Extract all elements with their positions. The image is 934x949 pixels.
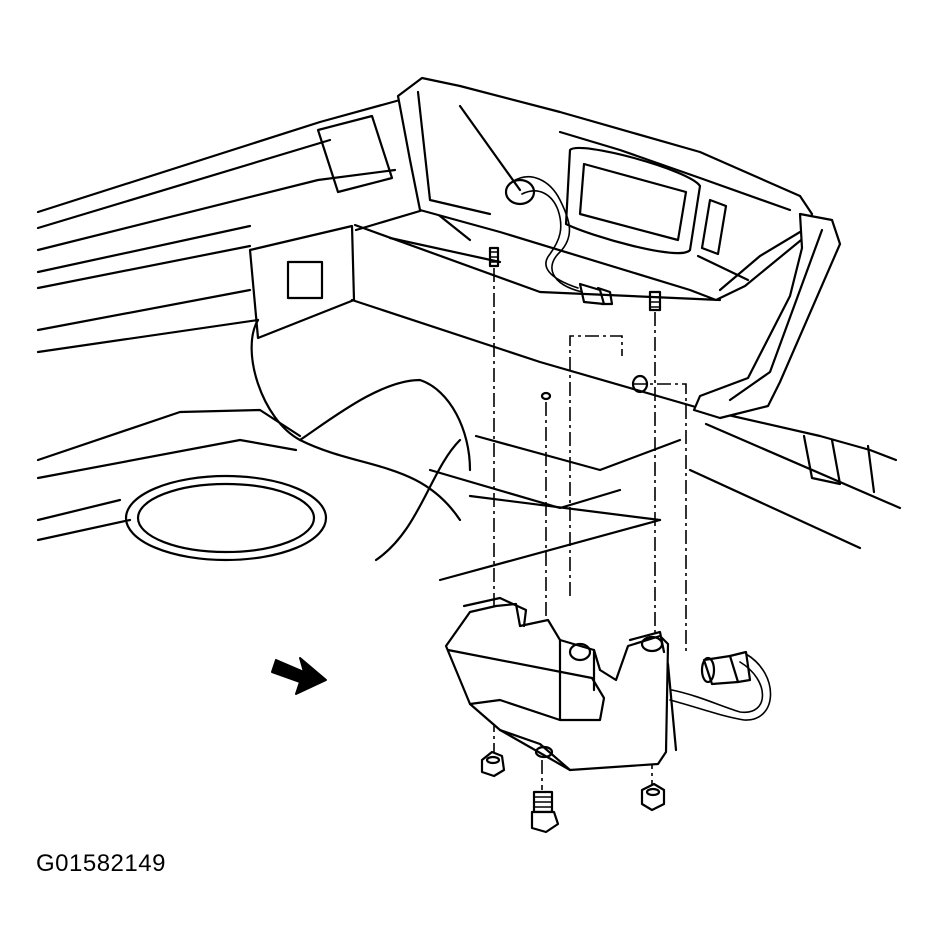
figure-id-label: G01582149	[36, 850, 166, 877]
fasteners	[480, 750, 666, 834]
front-arrow-icon	[271, 657, 327, 695]
wiring-harness-lower	[669, 650, 772, 721]
rear-housing-bracket	[396, 76, 842, 420]
wiring-harness-upper	[504, 176, 614, 306]
sensor-module	[444, 596, 678, 772]
